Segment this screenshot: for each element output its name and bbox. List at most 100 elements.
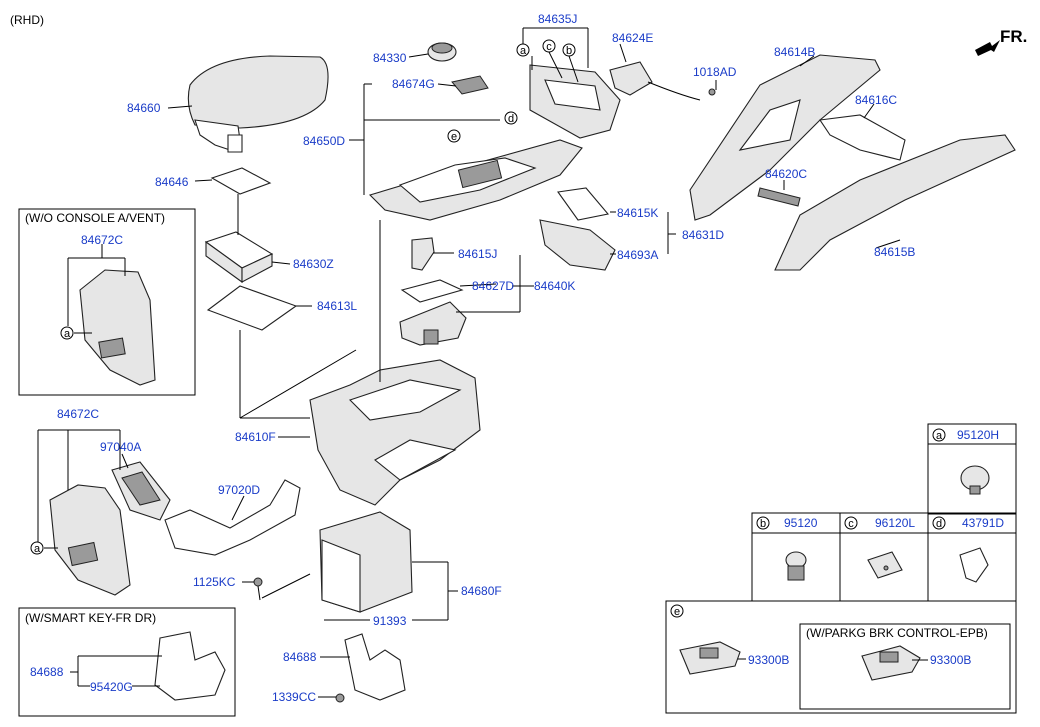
svg-text:b: b — [760, 518, 766, 530]
mount-bracket-part — [154, 631, 406, 701]
part-label-1339CC[interactable]: 1339CC — [272, 690, 316, 704]
parkg-brk-caption: (W/PARKG BRK CONTROL-EPB) — [806, 626, 988, 640]
part-label-84630Z[interactable]: 84630Z — [293, 257, 334, 271]
part-label-95420G[interactable]: 95420G — [90, 680, 133, 694]
main-console-part — [309, 359, 481, 506]
front-arrow-icon — [975, 40, 1000, 56]
part-label-84635J[interactable]: 84635J — [538, 12, 577, 26]
part-label-96120L[interactable]: 96120L — [875, 516, 915, 530]
part-label-84693A[interactable]: 84693A — [617, 248, 658, 262]
part-label-84616C[interactable]: 84616C — [855, 93, 897, 107]
part-label-84624E[interactable]: 84624E — [612, 31, 653, 45]
part-label-84330[interactable]: 84330 — [373, 51, 407, 65]
clip-96120l-icon — [867, 551, 903, 579]
callout-b-table: b — [756, 516, 770, 530]
leader-lines — [37, 27, 928, 698]
clip-part — [708, 88, 716, 96]
callout-d-console: d — [504, 111, 518, 125]
part-label-84614B[interactable]: 84614B — [774, 45, 815, 59]
smart-key-box — [18, 607, 236, 717]
part-label-84650D[interactable]: 84650D — [303, 134, 345, 148]
part-label-97020D[interactable]: 97020D — [218, 483, 260, 497]
callout-a-table: a — [932, 428, 946, 442]
part-label-84615K[interactable]: 84615K — [617, 206, 658, 220]
variant-label: (RHD) — [10, 13, 44, 27]
part-label-84613L[interactable]: 84613L — [317, 299, 357, 313]
clip-43791d-icon — [959, 547, 989, 583]
part-label-93300B[interactable]: 93300B — [748, 653, 789, 667]
pad-part — [451, 75, 489, 95]
part-label-43791D[interactable]: 43791D — [962, 516, 1004, 530]
part-label-1018AD[interactable]: 1018AD — [693, 65, 737, 79]
switch-part — [609, 61, 653, 96]
part-label-95120H[interactable]: 95120H — [957, 428, 999, 442]
small-bracket-part — [757, 187, 801, 207]
side-trim-part — [774, 114, 1016, 271]
wo-console-vent-box — [18, 208, 196, 396]
callout-c-table: c — [844, 516, 858, 530]
bracket-part — [689, 54, 881, 221]
part-label-84680F[interactable]: 84680F — [461, 584, 502, 598]
part-label-84646[interactable]: 84646 — [155, 175, 189, 189]
callout-a-inset: a — [60, 326, 74, 340]
part-label-97040A[interactable]: 97040A — [100, 440, 141, 454]
svg-text:d: d — [936, 518, 942, 530]
part-label-84620C[interactable]: 84620C — [765, 167, 807, 181]
svg-text:d: d — [508, 113, 514, 125]
callout-a-cover: a — [30, 541, 44, 555]
storage-box-part — [319, 511, 413, 613]
switch-93300b-epb-icon — [861, 645, 921, 681]
knob-part — [427, 42, 457, 62]
mat-part — [210, 167, 272, 195]
armrest-part — [187, 55, 329, 153]
clip-bottom-part — [335, 693, 345, 703]
svg-text:e: e — [674, 606, 680, 618]
smart-key-caption: (W/SMART KEY-FR DR) — [25, 611, 156, 625]
part-label-84615B[interactable]: 84615B — [874, 245, 915, 259]
console-upper-part — [368, 139, 583, 221]
svg-text:e: e — [451, 131, 457, 143]
vent-part — [111, 461, 171, 521]
console-cover-part — [49, 484, 131, 596]
callout-c-housing: c — [542, 39, 556, 53]
pocket-part — [539, 187, 616, 271]
part-label-84610F[interactable]: 84610F — [235, 430, 276, 444]
switch-assembly-part — [399, 237, 467, 346]
part-label-84660[interactable]: 84660 — [127, 101, 161, 115]
svg-text:a: a — [64, 328, 71, 340]
callout-d-table: d — [932, 516, 946, 530]
callout-a-housing: a — [516, 43, 530, 57]
console-cover-inset-part — [79, 269, 156, 386]
part-label-84640K[interactable]: 84640K — [534, 279, 575, 293]
mat-lower-part — [206, 285, 298, 331]
svg-text:a: a — [34, 543, 41, 555]
callout-b-housing: b — [562, 43, 576, 57]
wo-console-vent-caption: (W/O CONSOLE A/VENT) — [25, 211, 165, 225]
callout-e-table: e — [670, 604, 684, 618]
svg-text:a: a — [936, 430, 943, 442]
wire-part — [647, 81, 701, 101]
reference-table — [665, 423, 1017, 714]
part-label-84674G[interactable]: 84674G — [392, 77, 435, 91]
part-label-1125KC[interactable]: 1125KC — [193, 575, 236, 589]
duct-part — [164, 479, 301, 556]
housing-part — [529, 64, 621, 139]
callout-e-console: e — [447, 129, 461, 143]
part-label-84627D[interactable]: 84627D — [472, 279, 514, 293]
svg-text:a: a — [520, 45, 527, 57]
part-label-84615J[interactable]: 84615J — [458, 247, 497, 261]
part-label-84672C-cover[interactable]: 84672C — [57, 407, 99, 421]
part-label-84688-box[interactable]: 84688 — [30, 665, 64, 679]
switch-93300b-icon — [679, 641, 741, 675]
front-label: FR. — [1000, 27, 1027, 46]
part-label-91393[interactable]: 91393 — [373, 614, 407, 628]
svg-text:c: c — [546, 41, 552, 53]
svg-text:c: c — [848, 518, 854, 530]
tray-part — [204, 231, 274, 284]
part-label-84672C-inset[interactable]: 84672C — [81, 233, 123, 247]
part-label-93300B-epb[interactable]: 93300B — [930, 653, 971, 667]
part-label-95120[interactable]: 95120 — [784, 516, 818, 530]
part-label-84631D[interactable]: 84631D — [682, 228, 724, 242]
part-label-84688[interactable]: 84688 — [283, 650, 317, 664]
